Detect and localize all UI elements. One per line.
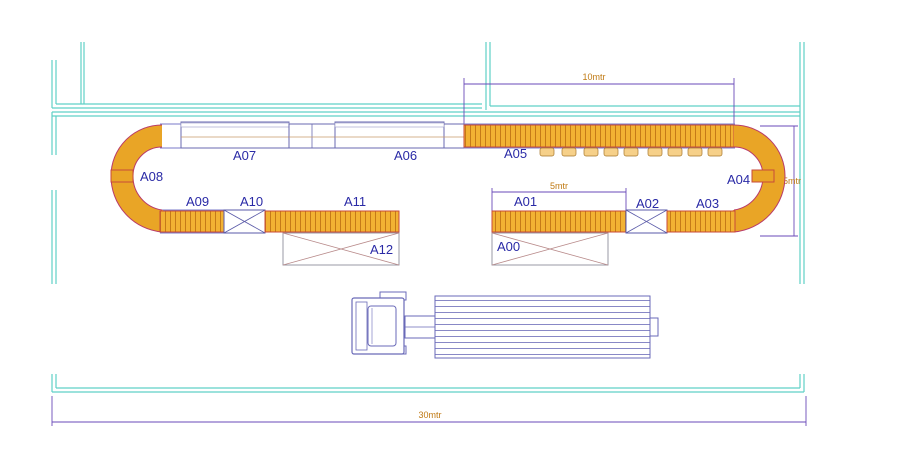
section-a08-curve — [110, 124, 164, 233]
label-a09: A09 — [186, 194, 209, 209]
label-a04: A04 — [727, 172, 750, 187]
section-a01 — [491, 210, 627, 233]
label-a08: A08 — [140, 169, 163, 184]
section-a11 — [264, 210, 400, 233]
label-a01: A01 — [514, 194, 537, 209]
label-a00: A00 — [497, 239, 520, 254]
label-a10: A10 — [240, 194, 263, 209]
section-a02 — [625, 209, 668, 234]
label-a05: A05 — [504, 146, 527, 161]
dimension-top: 10mtr — [463, 72, 735, 126]
label-a06: A06 — [394, 148, 417, 163]
label-a02: A02 — [636, 196, 659, 211]
section-a00 — [491, 232, 609, 266]
dimension-middle: 5mtr — [491, 181, 627, 212]
section-a04-curve — [732, 124, 786, 233]
section-a03 — [666, 210, 736, 233]
dimension-middle-text: 5mtr — [550, 181, 568, 191]
label-a03: A03 — [696, 196, 719, 211]
product-stops — [539, 147, 723, 157]
building-walls — [51, 42, 805, 393]
label-a07: A07 — [233, 148, 256, 163]
dimension-right: 5mtr — [760, 125, 801, 237]
section-a06 — [334, 121, 464, 149]
dimension-bottom: 30mtr — [51, 396, 807, 426]
section-a12 — [282, 232, 400, 266]
dimension-top-text: 10mtr — [582, 72, 605, 82]
section-a07 — [180, 121, 336, 149]
section-labels: A07 A06 A05 A08 A04 A09 A10 A11 A12 A01 … — [140, 146, 750, 257]
label-a12: A12 — [370, 242, 393, 257]
section-a09 — [159, 210, 225, 233]
dimension-right-text: 5mtr — [783, 176, 801, 186]
label-a11: A11 — [344, 194, 366, 209]
dimension-bottom-text: 30mtr — [418, 410, 441, 420]
truck-icon — [351, 291, 659, 359]
section-a10 — [223, 209, 266, 234]
